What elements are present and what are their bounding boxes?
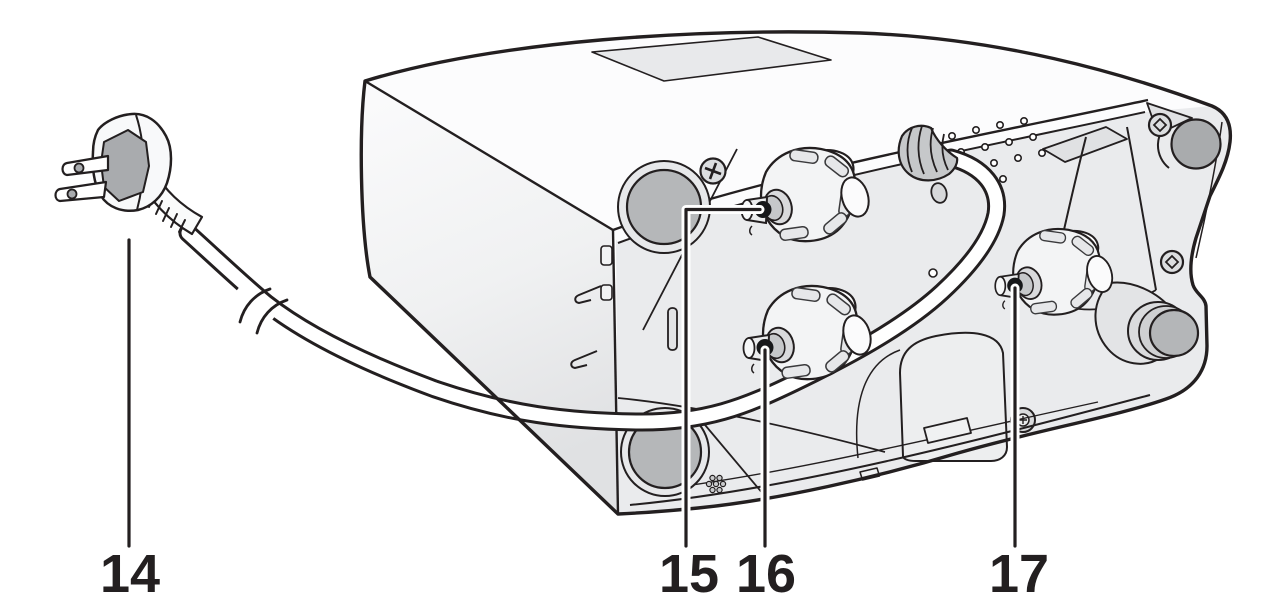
square-screw-right (1159, 249, 1185, 275)
cord-grommet (897, 124, 959, 182)
power-plug (54, 112, 204, 236)
right-wall-inner-line (1195, 121, 1223, 259)
leader-lines (124, 205, 1020, 551)
device-silhouette (359, 30, 1233, 516)
bottom-rim-line (629, 394, 1151, 506)
callout-label-17: 17 (989, 544, 1049, 604)
callout-label-14: 14 (100, 544, 160, 604)
plug-prongs (54, 154, 110, 203)
leader-line-15 (684, 207, 762, 548)
cord-break-symbol (229, 285, 289, 335)
edge-slot (667, 307, 678, 351)
callout-label-16: 16 (736, 544, 796, 604)
base-crease-bottom (699, 418, 770, 502)
top-recess-panel (591, 36, 832, 82)
device-top-face (365, 31, 1212, 243)
underside-details (570, 102, 1223, 506)
device-left-face (361, 81, 618, 514)
base-oval-hole (930, 182, 948, 204)
edge-tab-2 (600, 284, 613, 301)
bottom-rim-inner-line (645, 401, 1099, 492)
cord-hooks (570, 285, 602, 370)
phillips-screw-upper (699, 157, 727, 185)
foot-bottom-right (1094, 281, 1200, 365)
base-tab (923, 417, 972, 444)
square-screw-top-right (1147, 112, 1173, 138)
edge-tab-1 (600, 245, 613, 266)
top-left-edge (364, 79, 614, 232)
callout-label-15: 15 (659, 544, 719, 604)
rubber-foot-top-right (1170, 118, 1222, 170)
base-panel-contour (617, 397, 886, 453)
flower-vent (705, 474, 727, 494)
left-bottom-edge (611, 229, 620, 515)
